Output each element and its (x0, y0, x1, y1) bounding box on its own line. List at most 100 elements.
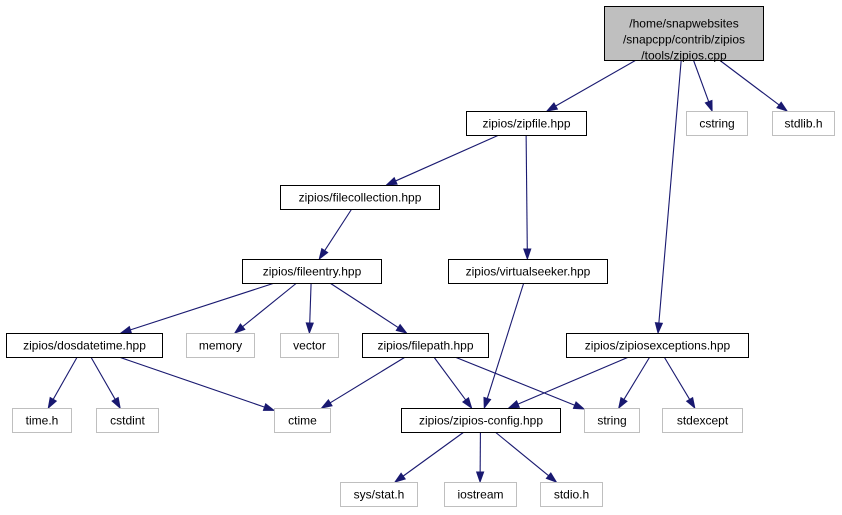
node-cstdint[interactable]: cstdint (96, 408, 159, 433)
node-label: time.h (26, 414, 59, 428)
node-label: stdio.h (554, 488, 589, 502)
node-timeh[interactable]: time.h (12, 408, 72, 433)
arrowhead (305, 322, 314, 335)
node-box (662, 408, 743, 433)
edge-line (517, 356, 629, 405)
node-label: zipios/virtualseeker.hpp (466, 265, 591, 279)
node-root[interactable]: /home/snapwebsites/snapcpp/contrib/zipio… (604, 6, 764, 63)
node-label: /tools/zipios.cpp (641, 49, 727, 63)
arrowhead (461, 397, 473, 410)
node-box (280, 333, 339, 358)
node-zipiosconfig[interactable]: zipios/zipios-config.hpp (401, 408, 561, 433)
arrowhead (47, 396, 58, 410)
arrowhead (393, 472, 407, 483)
node-box (274, 408, 331, 433)
node-label: /snapcpp/contrib/zipios (623, 33, 745, 47)
node-label: zipios/zipfile.hpp (482, 117, 570, 131)
edge-zipiosconfig-to-iostream (475, 431, 485, 484)
arrowhead (233, 323, 246, 334)
edge-line (525, 134, 528, 250)
arrowhead (523, 248, 532, 261)
node-filecollection[interactable]: zipios/filecollection.hpp (280, 185, 440, 210)
node-virtualseeker[interactable]: zipios/virtualseeker.hpp (448, 259, 608, 284)
edge-fileentry-to-memory (233, 282, 298, 334)
node-label: stdlib.h (784, 117, 822, 131)
node-label: iostream (457, 488, 503, 502)
arrowhead (318, 247, 329, 261)
node-dosdatetime[interactable]: zipios/dosdatetime.hpp (6, 333, 163, 358)
node-memory[interactable]: memory (186, 333, 255, 358)
node-label: cstring (699, 117, 734, 131)
edge-zipfile-to-virtualseeker (523, 134, 532, 261)
node-zipiosexceptions[interactable]: zipios/zipiosexceptions.hpp (566, 333, 749, 358)
node-string[interactable]: string (584, 408, 640, 433)
edge-fileentry-to-filepath (329, 282, 408, 334)
node-box (686, 111, 748, 136)
arrowhead (385, 176, 398, 186)
edge-virtualseeker-to-zipiosconfig (483, 282, 525, 410)
edge-line (90, 356, 116, 400)
nodes-layer: /home/snapwebsites/snapcpp/contrib/zipio… (6, 6, 835, 507)
arrowhead (395, 323, 408, 334)
arrowhead (475, 471, 485, 484)
edge-root-to-stdlib (719, 59, 789, 112)
node-label: cstdint (110, 414, 145, 428)
edge-zipiosconfig-to-sysstat (393, 431, 465, 483)
edge-zipiosexceptions-to-stdexcept (663, 356, 696, 410)
edge-fileentry-to-vector (305, 282, 314, 335)
node-label: string (597, 414, 626, 428)
arrowhead (320, 398, 333, 409)
node-sysstat[interactable]: sys/stat.h (340, 482, 418, 507)
node-box (466, 111, 587, 136)
node-stdlib[interactable]: stdlib.h (772, 111, 835, 136)
arrowhead (654, 322, 664, 335)
edge-line (555, 59, 637, 107)
node-fileentry[interactable]: zipios/fileentry.hpp (242, 259, 382, 284)
edge-line (309, 282, 312, 324)
edge-filepath-to-zipiosconfig (433, 356, 473, 410)
arrowhead (111, 396, 121, 410)
node-iostream[interactable]: iostream (444, 482, 517, 507)
edge-zipiosexceptions-to-string (617, 356, 651, 410)
edge-line (242, 282, 298, 328)
node-box (448, 259, 608, 284)
edge-filepath-to-ctime (320, 356, 406, 409)
arrowhead (262, 402, 276, 411)
edge-line (130, 282, 275, 331)
node-ctime[interactable]: ctime (274, 408, 331, 433)
node-box (12, 408, 72, 433)
node-box (584, 408, 640, 433)
node-cstring[interactable]: cstring (686, 111, 748, 136)
edge-line (623, 356, 651, 400)
node-label: zipios/dosdatetime.hpp (23, 339, 146, 353)
edge-line (486, 282, 525, 399)
node-label: vector (293, 339, 326, 353)
edge-line (402, 431, 465, 477)
node-filepath[interactable]: zipios/filepath.hpp (362, 333, 489, 358)
node-box (540, 482, 603, 507)
edge-line (454, 356, 575, 406)
node-box (401, 408, 561, 433)
node-zipfile[interactable]: zipios/zipfile.hpp (466, 111, 587, 136)
node-box (96, 408, 159, 433)
edge-line (324, 208, 353, 251)
node-box (242, 259, 382, 284)
node-vector[interactable]: vector (280, 333, 339, 358)
node-box (186, 333, 255, 358)
node-label: ctime (288, 414, 317, 428)
node-stdio[interactable]: stdio.h (540, 482, 603, 507)
node-stdexcept[interactable]: stdexcept (662, 408, 743, 433)
node-label: zipios/fileentry.hpp (263, 265, 362, 279)
node-box (362, 333, 489, 358)
edge-line (395, 134, 500, 182)
edge-line (433, 356, 467, 401)
node-label: /home/snapwebsites (629, 17, 738, 31)
node-label: zipios/zipios-config.hpp (419, 414, 543, 428)
edge-root-to-zipfile (545, 59, 637, 112)
edge-line (494, 431, 549, 477)
node-box (772, 111, 835, 136)
arrowhead (685, 396, 696, 410)
edge-line (52, 356, 78, 400)
edge-zipfile-to-filecollection (385, 134, 500, 186)
edge-line (692, 59, 710, 102)
